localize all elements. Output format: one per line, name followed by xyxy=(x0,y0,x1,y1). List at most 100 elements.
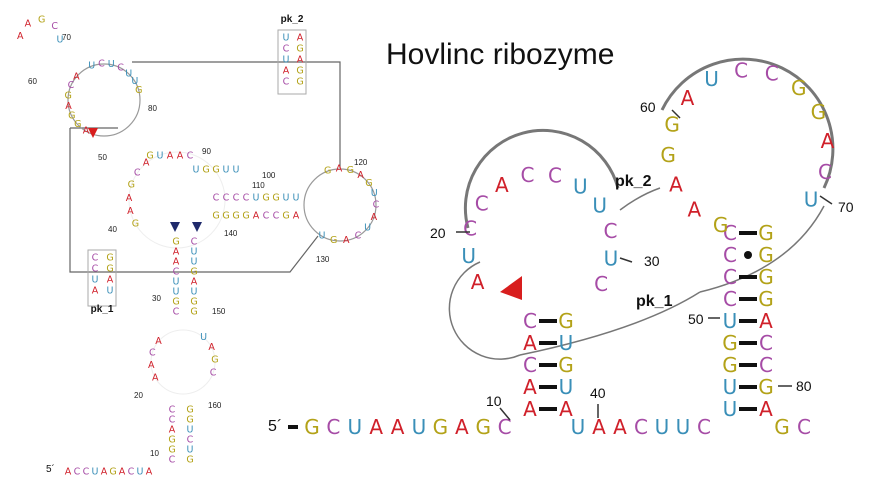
bottom-strand-nt: A xyxy=(391,415,405,439)
stem2-right-nt: C xyxy=(759,353,773,377)
junction-nt: C xyxy=(634,415,648,439)
pk2-small-right-nt: G xyxy=(296,77,303,88)
small-lower-left-nt: C xyxy=(169,405,176,416)
pk2-link xyxy=(619,187,661,211)
pk2-small-right-nt: G xyxy=(296,44,303,55)
small-helix-top-nt: C xyxy=(213,193,220,204)
small-lower-right-nt: G xyxy=(186,455,193,466)
junction-nt: U xyxy=(655,415,670,439)
loop-arc-top xyxy=(67,63,141,137)
stem2-right-nt: A xyxy=(759,309,773,333)
small-number-40: 40 xyxy=(108,225,117,234)
junction-nt: U xyxy=(571,415,586,439)
small-bottom-nt: G xyxy=(109,467,116,478)
small-number-90: 90 xyxy=(202,147,211,156)
bottom-strand-nt: U xyxy=(347,415,362,439)
loop1-nt: C xyxy=(475,192,489,216)
small-lower-right-nt: G xyxy=(186,405,193,416)
small-helix-top-nt: G xyxy=(262,193,269,204)
pk1-small-box xyxy=(87,249,117,307)
small-loop-nt: G xyxy=(135,85,142,96)
small-loop-nt: G xyxy=(74,119,81,130)
small-stem-right-nt: U xyxy=(191,247,198,258)
small-helix-bottom-nt: G xyxy=(222,211,229,222)
small-lower-left-nt: C xyxy=(169,415,176,426)
pk1-small-right-nt: A xyxy=(107,275,114,286)
small-number-50: 50 xyxy=(98,153,107,162)
small-loop-nt: A xyxy=(152,373,159,384)
small-loop-nt: G xyxy=(330,235,337,246)
small-stem-left-nt: U xyxy=(173,287,180,298)
small-loop-nt: A xyxy=(371,212,378,223)
small-helix-nt: U xyxy=(223,165,230,176)
small-stem-right-nt: G xyxy=(190,297,197,308)
pk2-label: pk_2 xyxy=(615,173,652,190)
loop1-nt: A xyxy=(495,173,509,197)
small-number-110: 110 xyxy=(252,181,265,190)
pk1-connector xyxy=(69,128,319,273)
small-loop-nt: A xyxy=(148,360,155,371)
small-helix-nt: G xyxy=(202,165,209,176)
pk2-small-left-nt: U xyxy=(283,55,290,66)
pk2-small-left-nt: C xyxy=(283,77,290,88)
small-lower-left-nt: G xyxy=(168,445,175,456)
small-helix-nt: A xyxy=(167,151,174,162)
small-loop-nt: A xyxy=(208,342,215,353)
bottom-strand-nt: G xyxy=(433,415,449,439)
loop-arc-right xyxy=(303,168,377,242)
small-number-20: 20 xyxy=(134,391,143,400)
five-prime-label: 5´ xyxy=(268,418,282,435)
small-five-prime-label: 5´ xyxy=(46,463,55,475)
loop2-nt: C xyxy=(765,62,779,86)
number-10: 10 xyxy=(486,393,502,409)
bottom-strand-nt: G xyxy=(475,415,491,439)
number-40: 40 xyxy=(590,385,606,401)
number-80: 80 xyxy=(796,378,812,394)
small-stem-right-nt: A xyxy=(191,277,198,288)
small-bottom-nt: A xyxy=(119,467,126,478)
small-helix-top-nt: U xyxy=(293,193,300,204)
small-helix-bottom-nt: A xyxy=(293,211,300,222)
small-loop-nt: C xyxy=(355,231,362,242)
junction-nt: A xyxy=(592,415,606,439)
loop2-nt: U xyxy=(704,67,719,91)
small-loop-nt: U xyxy=(319,231,326,242)
pk2-connector xyxy=(132,61,341,168)
stem2-left-nt: U xyxy=(723,397,738,421)
tick-30 xyxy=(619,257,633,263)
small-stem-left-nt: U xyxy=(173,277,180,288)
loop1-nt: U xyxy=(592,194,607,218)
small-loop-nt: A xyxy=(25,19,32,30)
stem2-left-nt: C xyxy=(723,265,737,289)
junction-nt: C xyxy=(697,415,711,439)
small-lower-right-nt: C xyxy=(187,435,194,446)
small-lower-right-nt: G xyxy=(186,415,193,426)
small-loop-nt: A xyxy=(17,31,24,42)
small-loop-nt: G xyxy=(65,90,72,101)
pk1-small-left-nt: C xyxy=(92,253,99,264)
loop1-nt: U xyxy=(573,174,588,198)
loop1-nt: C xyxy=(594,272,608,296)
small-loop-nt: G xyxy=(347,165,354,176)
small-stem-left-nt: C xyxy=(173,267,180,278)
number-30: 30 xyxy=(644,253,660,269)
figure-title: Hovlinc ribozyme xyxy=(386,38,614,71)
small-bottom-nt: A xyxy=(146,467,153,478)
bottom-strand-nt: A xyxy=(455,415,469,439)
small-number-150: 150 xyxy=(212,307,226,316)
small-loop-nt: U xyxy=(371,188,378,199)
small-lower-right-nt: U xyxy=(187,425,194,436)
small-loop-nt: U xyxy=(57,35,64,46)
core-base-pairs xyxy=(539,231,757,411)
loop1-nt: C xyxy=(463,217,477,241)
loop-arc-lower xyxy=(150,329,216,395)
small-bottom-nt: A xyxy=(65,467,72,478)
small-loop-nt: A xyxy=(343,235,350,246)
loop1-nt: U xyxy=(604,247,619,271)
small-stem-right-nt: C xyxy=(191,237,198,248)
small-loop-nt: C xyxy=(134,168,141,179)
